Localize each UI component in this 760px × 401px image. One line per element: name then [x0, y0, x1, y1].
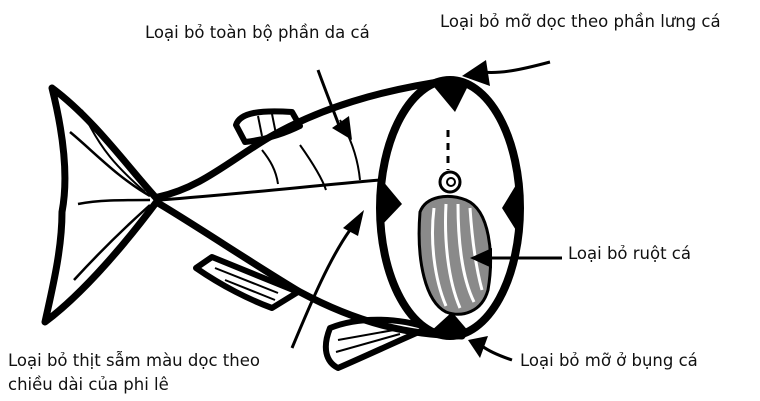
label-remove-back-fat: Loại bỏ mỡ dọc theo phần lưng cá: [440, 10, 721, 34]
label-remove-dark-meat: Loại bỏ thịt sẫm màu dọc theo chiều dài …: [8, 349, 260, 397]
label-remove-dark-meat-line1: Loại bỏ thịt sẫm màu dọc theo: [8, 349, 260, 373]
pointer-skin: [318, 70, 340, 128]
label-remove-guts: Loại bỏ ruột cá: [568, 242, 691, 266]
pointer-back-fat: [482, 62, 550, 73]
pointer-belly-fat: [482, 346, 512, 360]
tail-fin: [45, 88, 158, 322]
label-remove-dark-meat-line2: chiều dài của phi lê: [8, 373, 260, 397]
label-remove-skin: Loại bỏ toàn bộ phần da cá: [145, 21, 370, 45]
label-remove-belly-fat: Loại bỏ mỡ ở bụng cá: [520, 349, 698, 373]
